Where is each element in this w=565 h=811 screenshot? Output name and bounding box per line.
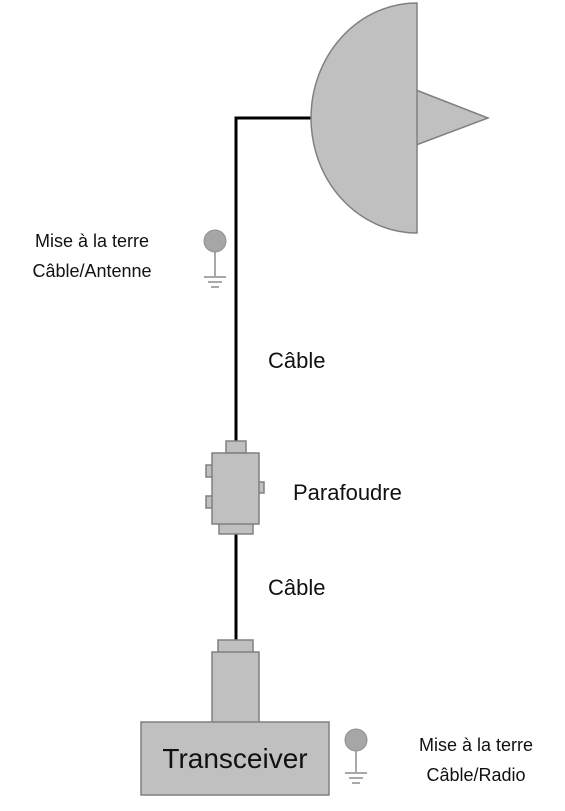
transceiver-box <box>140 721 330 796</box>
ground-radio-label: Mise à la terre Câble/Radio <box>388 730 564 790</box>
ground-antenna-icon <box>203 229 227 288</box>
ground-radio-label-line1: Mise à la terre <box>418 735 534 755</box>
cable-label-lower: Câble <box>268 575 326 600</box>
cable-line-antenna <box>234 116 312 441</box>
surge-arrester-icon <box>205 440 265 535</box>
ground-antenna-label-line2: Câble/Antenne <box>32 261 152 281</box>
ground-antenna-label: Mise à la terre Câble/Antenne <box>4 226 180 286</box>
transceiver-connector-icon <box>211 639 260 724</box>
dish-antenna-icon <box>310 2 491 234</box>
transceiver-label: Transceiver <box>162 743 308 774</box>
ground-radio-icon <box>344 728 368 784</box>
surge-arrester-label: Parafoudre <box>293 480 402 505</box>
ground-antenna-label-line1: Mise à la terre <box>34 231 150 251</box>
ground-radio-label-line2: Câble/Radio <box>426 765 526 785</box>
cable-label-upper: Câble <box>268 348 326 373</box>
